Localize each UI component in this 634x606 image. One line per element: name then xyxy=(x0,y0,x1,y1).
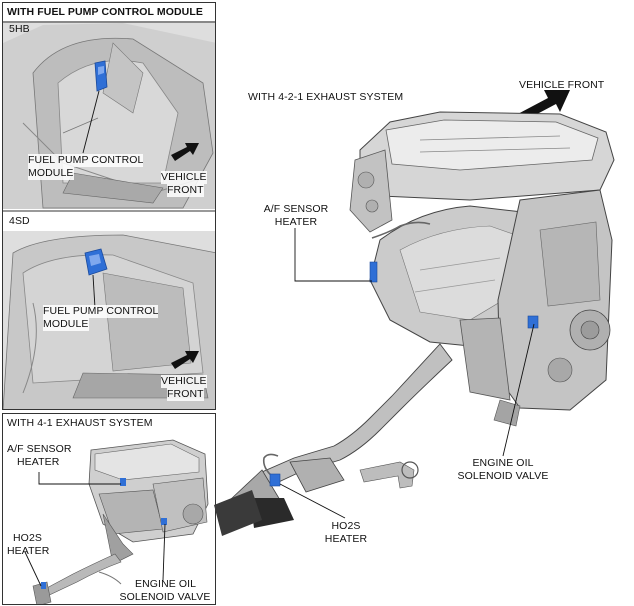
vehicle-front-arrow-icon xyxy=(171,351,199,369)
leader-af-main xyxy=(294,228,372,282)
callout-af-sensor-main-line1: A/F SENSOR xyxy=(263,203,329,215)
leader-oil-main xyxy=(502,323,535,457)
vehicle-front-arrow-icon xyxy=(514,90,570,122)
direction-4sd-line1: VEHICLE xyxy=(161,375,207,388)
leader-ho2s-main xyxy=(279,483,346,519)
callout-ho2s-small-line1: HO2S xyxy=(13,532,42,544)
callout-oil-main-line2: SOLENOID VALVE xyxy=(457,470,549,482)
callout-fuel-pump-4sd-line2: MODULE xyxy=(43,318,89,331)
callout-ho2s-small-line2: HEATER xyxy=(7,545,50,557)
variant-label-4sd: 4SD xyxy=(9,215,30,227)
callout-ho2s-main-line1: HO2S xyxy=(331,520,361,532)
panel-header-exhaust-4-1: WITH 4-1 EXHAUST SYSTEM xyxy=(7,417,153,429)
oil-solenoid-highlight xyxy=(527,315,539,329)
ho2s-highlight xyxy=(269,473,281,487)
exhaust-4-1-art xyxy=(24,439,209,604)
callout-oil-small-line1: ENGINE OIL xyxy=(135,578,197,590)
leader-af-small xyxy=(38,472,121,485)
callout-line-5hb xyxy=(82,90,100,154)
callout-oil-main-line1: ENGINE OIL xyxy=(472,457,534,469)
callout-af-sensor-small-line2: HEATER xyxy=(17,456,60,468)
callout-oil-small-line2: SOLENOID VALVE xyxy=(119,591,211,603)
main-vehicle-front-label: VEHICLE FRONT xyxy=(519,79,605,91)
callout-fuel-pump-5hb-line2: MODULE xyxy=(28,167,74,180)
callout-line-4sd xyxy=(92,274,96,309)
small-engine-illustration xyxy=(32,439,209,604)
leader-ho2s-small xyxy=(24,551,42,587)
callout-af-sensor-main-line2: HEATER xyxy=(274,216,318,228)
callout-fuel-pump-4sd-line1: FUEL PUMP CONTROL xyxy=(43,305,159,318)
trunk-4sd-illustration xyxy=(3,231,215,409)
variant-label-5hb: 5HB xyxy=(9,23,30,35)
leader-oil-small xyxy=(162,523,166,581)
main-header-exhaust-4-2-1: WITH 4-2-1 EXHAUST SYSTEM xyxy=(248,91,404,103)
direction-5hb-line1: VEHICLE xyxy=(161,171,207,184)
callout-ho2s-main-line2: HEATER xyxy=(324,533,368,545)
panel-header-fuel-pump: WITH FUEL PUMP CONTROL MODULE xyxy=(7,6,203,18)
af-sensor-highlight xyxy=(369,261,378,283)
vehicle-front-arrow-icon xyxy=(171,143,199,161)
direction-4sd-line2: FRONT xyxy=(167,388,204,401)
direction-5hb-line2: FRONT xyxy=(167,184,204,197)
fuel-pump-module-panel: WITH FUEL PUMP CONTROL MODULE 5HB FUEL P… xyxy=(2,2,216,410)
callout-fuel-pump-5hb-line1: FUEL PUMP CONTROL xyxy=(28,154,144,167)
callout-af-sensor-small-line1: A/F SENSOR xyxy=(7,443,72,455)
fuel-pump-panel-art xyxy=(3,21,215,409)
exhaust-4-1-panel: WITH 4-1 EXHAUST SYSTEM A/F SENSOR HEATE… xyxy=(2,413,216,605)
